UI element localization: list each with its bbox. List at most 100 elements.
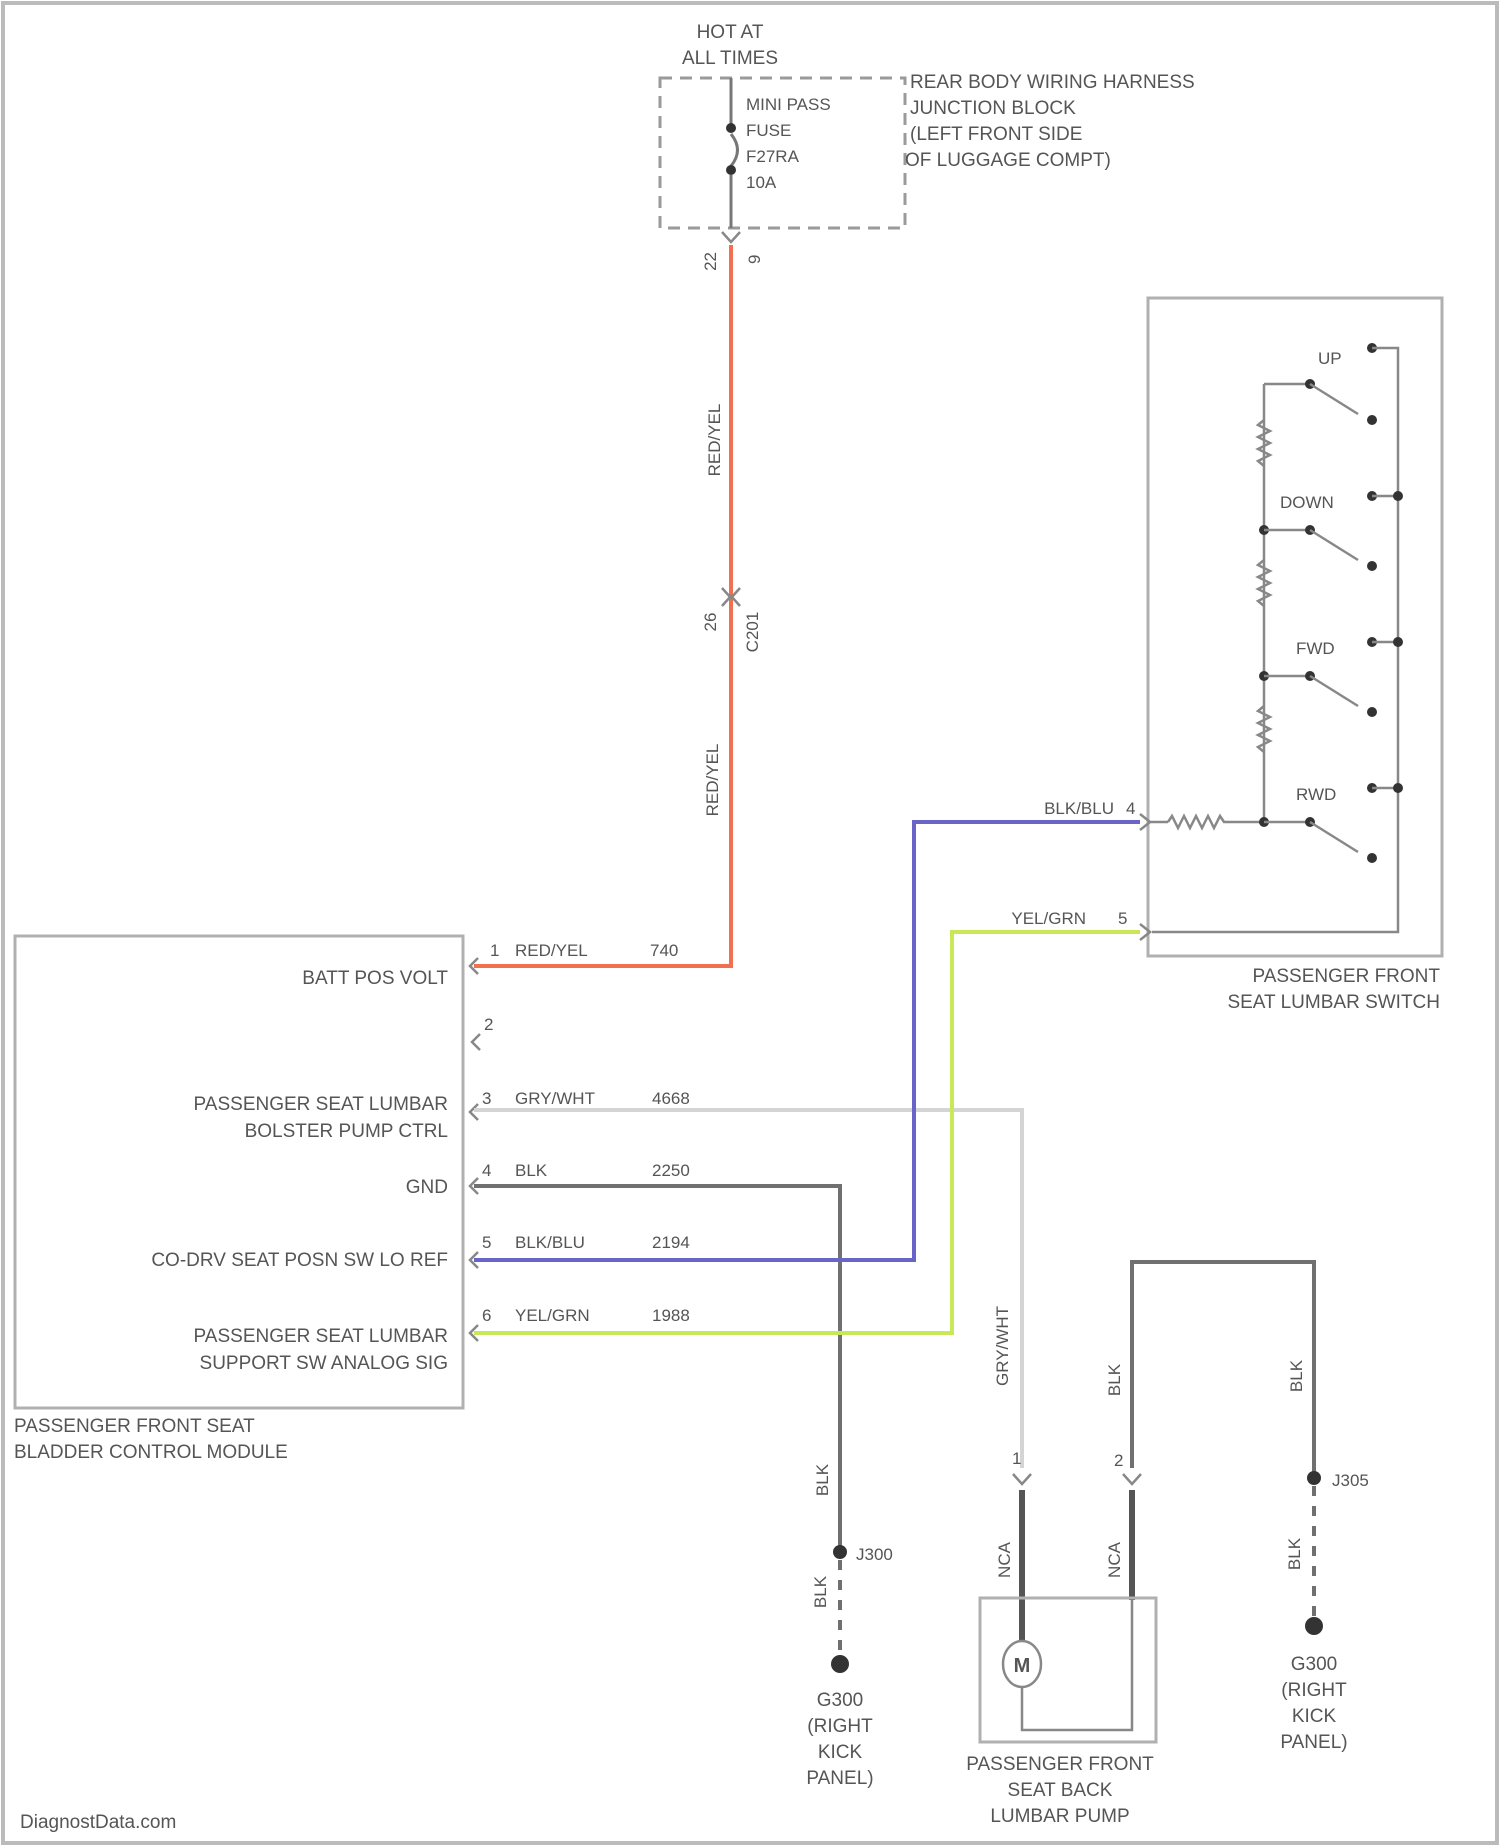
bladder-control-module: PASSENGER FRONT SEAT BLADDER CONTROL MOD… [14, 936, 690, 1463]
pump-lead-a-label: NCA [995, 1541, 1014, 1578]
fuse-element [731, 134, 738, 166]
lumbar-switch: PASSENGER FRONT SEAT LUMBAR SWITCH BLK/B… [1011, 298, 1442, 1013]
pin4-number: 4 [482, 1161, 491, 1180]
pin5-number: 5 [482, 1233, 491, 1252]
harness-label-line2: JUNCTION BLOCK [910, 98, 1076, 119]
pin3-function-line1: PASSENGER SEAT LUMBAR [194, 1094, 448, 1115]
pump-name-line2: SEAT BACK [1008, 1780, 1113, 1801]
hot-at-line2: ALL TIMES [682, 48, 778, 69]
fuse-connector-symbol [722, 232, 740, 242]
red-yel-wire [474, 245, 731, 966]
harness-label-line3: (LEFT FRONT SIDE [910, 124, 1082, 145]
pin5-circuit: 2194 [652, 1233, 690, 1252]
pin4-function: GND [406, 1177, 448, 1198]
lumbar-pump: GRY/WHT 1 BLK 2 NCA NCA M PASSENGER FRON… [966, 1262, 1314, 1827]
switch-pin4-color: BLK/BLU [1044, 799, 1114, 818]
fuse-label-line4: 10A [746, 173, 777, 192]
pump-wire-color-b: BLK [1105, 1363, 1124, 1396]
splice-j300-label: J300 [856, 1545, 893, 1564]
switch-pin5: 5 [1118, 909, 1127, 928]
pin2-number: 2 [484, 1015, 493, 1034]
fuse-block: HOT AT ALL TIMES MINI PASS FUSE F27RA 10… [660, 22, 1195, 271]
fuse-pin-in: 22 [701, 252, 720, 271]
ground-right-name-line2: (RIGHT [1281, 1680, 1347, 1701]
pump-wire-color-a: GRY/WHT [993, 1306, 1012, 1386]
pin6-circuit: 1988 [652, 1306, 690, 1325]
switch-pos-up: UP [1318, 349, 1342, 368]
hot-at-line1: HOT AT [697, 22, 764, 43]
pin3-function-line2: BOLSTER PUMP CTRL [245, 1121, 448, 1142]
splice-j305-label: J305 [1332, 1471, 1369, 1490]
watermark: DiagnostData.com [20, 1812, 176, 1833]
blk-blu-wire [474, 822, 1140, 1260]
ground-left-name-line4: PANEL) [806, 1768, 873, 1789]
ground-right-name-line3: KICK [1292, 1706, 1337, 1727]
pump-pin-a-connector [1013, 1474, 1031, 1484]
resistor-rwd-feed [1168, 816, 1264, 828]
feed-color-top: RED/YEL [705, 404, 724, 477]
switch-name-line1: PASSENGER FRONT [1252, 966, 1440, 987]
pin1-number: 1 [490, 941, 499, 960]
fuse-terminal-bottom [726, 165, 736, 175]
pin6-wire-color: YEL/GRN [515, 1306, 590, 1325]
pump-outline [980, 1598, 1156, 1742]
pin1-wire-color: RED/YEL [515, 941, 588, 960]
pump-name-line3: LUMBAR PUMP [990, 1806, 1129, 1827]
ground-left: BLK J300 BLK G300 (RIGHT KICK PANEL) [806, 1463, 892, 1789]
pin5-wire-color: BLK/BLU [515, 1233, 585, 1252]
switch-pin4: 4 [1126, 799, 1135, 818]
switch-pos-rwd: RWD [1296, 785, 1336, 804]
pin3-wire-color: GRY/WHT [515, 1089, 595, 1108]
ground-right-point [1305, 1617, 1323, 1635]
feed-wire: RED/YEL 26 C201 RED/YEL [474, 245, 762, 966]
pin1-circuit: 740 [650, 941, 678, 960]
pin5-function: CO-DRV SEAT POSN SW LO REF [151, 1250, 448, 1271]
pump-pin-b: 2 [1114, 1451, 1123, 1470]
c201-pin: 26 [701, 613, 720, 632]
module-name-line2: BLADDER CONTROL MODULE [14, 1442, 288, 1463]
ground-right: BLK J305 BLK G300 (RIGHT KICK PANEL) [1280, 1262, 1368, 1753]
fuse-terminal-top [726, 123, 736, 133]
ground-left-point [831, 1655, 849, 1673]
fuse-label-line2: FUSE [746, 121, 791, 140]
gry-wht-wire [474, 1110, 1022, 1468]
ground-right-name-line4: PANEL) [1280, 1732, 1347, 1753]
c201-id: C201 [743, 612, 762, 653]
ground-right-wire-color2: BLK [1285, 1537, 1304, 1570]
harness-label-line1: REAR BODY WIRING HARNESS [910, 72, 1195, 93]
pump-lead-b-label: NCA [1105, 1541, 1124, 1578]
ground-left-name-line3: KICK [818, 1742, 863, 1763]
yel-grn-wire [474, 932, 1140, 1333]
fuse-label-line3: F27RA [746, 147, 800, 166]
fuse-label-line1: MINI PASS [746, 95, 831, 114]
module-name-line1: PASSENGER FRONT SEAT [14, 1416, 255, 1437]
pin6-function-line1: PASSENGER SEAT LUMBAR [194, 1326, 448, 1347]
switch-pin5-color: YEL/GRN [1011, 909, 1086, 928]
pin4-wire-color: BLK [515, 1161, 548, 1180]
switch-pos-down: DOWN [1280, 493, 1334, 512]
fuse-pin-out: 9 [745, 255, 764, 264]
pump-pin-a: 1 [1012, 1449, 1021, 1468]
pump-motor-label: M [1014, 1655, 1031, 1677]
page-frame [3, 3, 1497, 1843]
ground-left-name-line1: G300 [817, 1690, 863, 1711]
splice-j305 [1307, 1471, 1321, 1485]
pump-name-line1: PASSENGER FRONT [966, 1754, 1154, 1775]
pump-pin-b-connector [1123, 1474, 1141, 1484]
pin1-function: BATT POS VOLT [302, 968, 448, 989]
pin3-number: 3 [482, 1089, 491, 1108]
pin3-circuit: 4668 [652, 1089, 690, 1108]
pin6-number: 6 [482, 1306, 491, 1325]
pin6-function-line2: SUPPORT SW ANALOG SIG [200, 1353, 448, 1374]
ground-left-name-line2: (RIGHT [807, 1716, 873, 1737]
ground-right-name-line1: G300 [1291, 1654, 1337, 1675]
switch-pos-fwd: FWD [1296, 639, 1335, 658]
splice-j300 [833, 1545, 847, 1559]
feed-color-bottom: RED/YEL [703, 744, 722, 817]
ground-right-wire-color: BLK [1287, 1359, 1306, 1392]
pin4-circuit: 2250 [652, 1161, 690, 1180]
ground-left-wire-color: BLK [813, 1463, 832, 1496]
pin2-connector [472, 1034, 480, 1050]
switch-return-rail [1152, 348, 1398, 932]
